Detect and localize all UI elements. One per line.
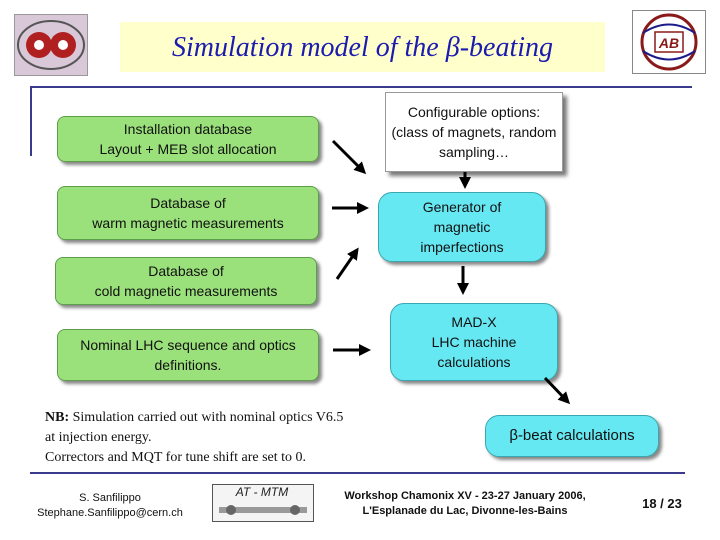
workshop-line1: Workshop Chamonix XV - 23-27 January 200…: [344, 490, 586, 502]
warm-measurements-line2: warm magnetic measurements: [92, 215, 284, 231]
workshop-line2: L'Esplanade du Lac, Divonne-les-Bains: [362, 505, 568, 517]
warm-measurements-box: Database of warm magnetic measurements: [57, 186, 319, 240]
at-mtm-logo: [212, 484, 314, 522]
ab-department-logo: AB: [632, 10, 706, 74]
arrow-installation-to-generator: [331, 139, 367, 175]
cold-measurements-line1: Database of: [148, 263, 224, 279]
configurable-options-box: Configurable options: (class of magnets,…: [385, 92, 563, 172]
title-beta: β: [445, 32, 460, 63]
author-name: S. Sanfilippo: [79, 492, 141, 504]
page-number: 18 / 23: [642, 496, 682, 511]
page-title: Simulation model of the β-beating: [120, 28, 605, 68]
beta-beat-box: β-beat calculations: [485, 415, 659, 457]
simulation-note: NB: Simulation carried out with nominal …: [45, 408, 425, 468]
footer-rule: [30, 472, 685, 474]
generator-line1: Generator of: [422, 199, 502, 215]
madx-line1: MAD-X: [451, 314, 497, 330]
header-rule-vertical: [30, 86, 32, 156]
beta-beat-label: β-beat calculations: [509, 427, 635, 444]
options-line2: (class of magnets, random: [391, 124, 557, 140]
arrow-cold-to-generator: [335, 247, 359, 280]
note-line3: Correctors and MQT for tune shift are se…: [45, 450, 307, 465]
installation-database-box: Installation database Layout + MEB slot …: [57, 116, 319, 162]
workshop-info: Workshop Chamonix XV - 23-27 January 200…: [330, 489, 600, 519]
note-line2: at injection energy.: [45, 430, 152, 445]
title-prefix: Simulation model of the: [171, 32, 446, 63]
cold-measurements-box: Database of cold magnetic measurements: [55, 257, 317, 305]
author-email: Stephane.Sanfilippo@cern.ch: [37, 507, 183, 519]
options-line3: sampling…: [438, 144, 510, 160]
lhc-sequence-line2: definitions.: [154, 357, 222, 373]
arrow-madx-to-betabeat: [543, 376, 571, 405]
note-label: NB:: [45, 410, 70, 425]
header-rule: [30, 86, 692, 88]
generator-line2: magnetic: [433, 219, 491, 235]
author-block: S. Sanfilippo Stephane.Sanfilippo@cern.c…: [20, 491, 200, 521]
note-line1: Simulation carried out with nominal opti…: [69, 410, 344, 425]
lhc-sequence-box: Nominal LHC sequence and optics definiti…: [57, 329, 319, 381]
generator-box: Generator of magnetic imperfections: [378, 192, 546, 262]
warm-measurements-line1: Database of: [150, 195, 226, 211]
at-mtm-label: AT - MTM: [235, 485, 289, 499]
madx-line3: calculations: [437, 354, 511, 370]
madx-box: MAD-X LHC machine calculations: [390, 303, 558, 381]
installation-database-line1: Installation database: [123, 121, 253, 137]
cold-measurements-line2: cold magnetic measurements: [94, 283, 278, 299]
ab-logo-text: AB: [658, 35, 679, 51]
madx-line2: LHC machine: [431, 334, 517, 350]
lhc-beam-logo: [14, 14, 88, 76]
title-suffix: -beating: [459, 32, 554, 63]
title-band: [120, 22, 605, 72]
installation-database-line2: Layout + MEB slot allocation: [99, 141, 277, 157]
lhc-sequence-line1: Nominal LHC sequence and optics: [80, 337, 296, 353]
generator-line3: imperfections: [420, 239, 504, 255]
options-line1: Configurable options:: [407, 104, 541, 120]
